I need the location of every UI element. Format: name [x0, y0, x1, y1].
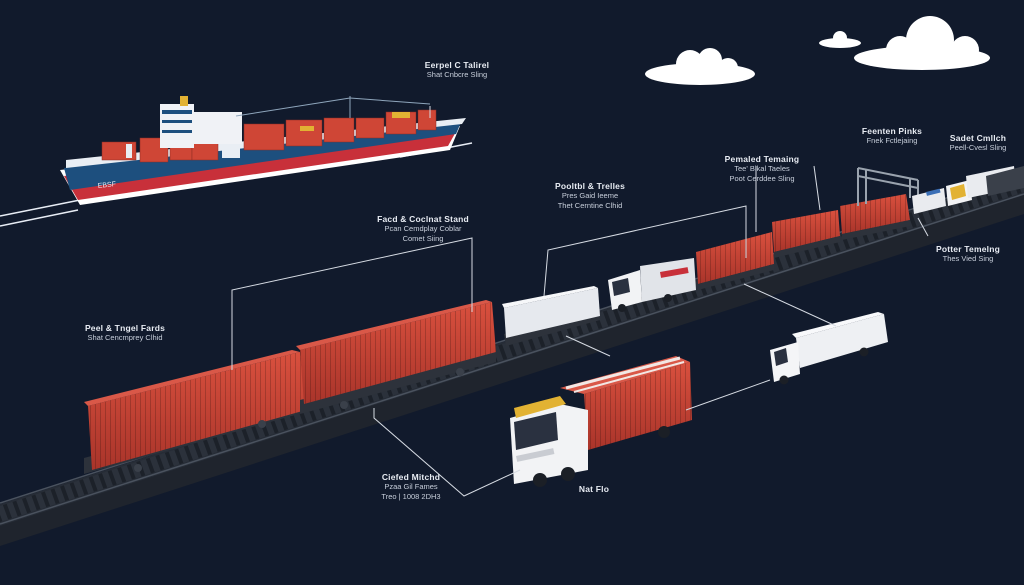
train-far [986, 166, 1024, 196]
label-right-truck-title: Potter Temelng [935, 244, 1001, 254]
label-left-car-title: Peel & Tngel Fards [84, 323, 166, 333]
cloud-large [854, 16, 990, 70]
label-crane-title: Feenten Pinks [861, 126, 923, 136]
railcar-red-2 [772, 210, 840, 258]
label-left-car: Peel & Tngel Fards Shat Cencmprey Clhid [70, 323, 180, 343]
ship-bridge [160, 96, 242, 148]
label-bottom-truck-sub2: Treo | 1008 2DH3 [381, 492, 441, 501]
label-mid-car-sub: Pcan Cemdplay Coblar [384, 224, 462, 233]
label-box-car-sub2: Thet Cerntine Clhid [557, 201, 623, 210]
label-mid-car-sub2: Comet Siing [402, 234, 444, 243]
label-box-car: Pooltbl & Trelles Pres Gaid Ieeme Thet C… [540, 181, 640, 211]
label-box-car-title: Pooltbl & Trelles [555, 181, 625, 191]
container-ship: EBSF [60, 96, 466, 205]
truck-bottom [510, 356, 692, 487]
label-red-cars-sub: Tee' Blkal Taeles [734, 164, 790, 173]
label-far-right-sub: Peell-Cvesl Sling [949, 143, 1007, 152]
gantry-crane [857, 167, 919, 206]
truck-far-1 [912, 188, 946, 214]
label-bottom-truck-title: Ciefed Mitchd [381, 472, 441, 482]
label-right-truck-sub: Thes Vied Sing [942, 254, 994, 263]
railcar-middle [296, 300, 496, 414]
cloud-tiny [819, 31, 861, 48]
label-bottom-small: Nat Flo [574, 484, 614, 494]
label-crane-sub: Fnek Fctlejaing [866, 136, 918, 145]
label-crane: Feenten Pinks Fnek Fctlejaing [852, 126, 932, 146]
label-bottom-small-title: Nat Flo [578, 484, 610, 494]
label-bottom-truck: Ciefed Mitchd Pzaa Gil Fames Treo | 1008… [366, 472, 456, 502]
truck-right [770, 312, 888, 385]
label-right-truck: Potter Temelng Thes Vied Sing [926, 244, 1010, 264]
label-mid-car-title: Facd & Coclnat Stand [377, 214, 469, 224]
label-red-cars-title: Pemaled Temaing [724, 154, 800, 164]
label-red-cars-sub2: Poot Cerddee Sling [729, 174, 795, 183]
railcar-white [502, 286, 600, 346]
label-mid-car: Facd & Coclnat Stand Pcan Cemdplay Cobla… [368, 214, 478, 244]
label-red-cars: Pemaled Temaing Tee' Blkal Taeles Poot C… [712, 154, 812, 184]
label-left-car-sub: Shat Cencmprey Clhid [87, 333, 163, 342]
cloud-small [645, 48, 755, 85]
label-far-right: Sadet Cmllch Peell-Cvesl Sling [938, 133, 1018, 153]
label-ship-title: Eerpel C Talirel [424, 60, 490, 70]
truck-mid [608, 258, 696, 312]
railcar-red-1 [696, 232, 774, 290]
label-box-car-sub: Pres Gaid Ieeme [561, 191, 619, 200]
label-far-right-title: Sadet Cmllch [949, 133, 1007, 143]
label-ship-sub: Shat Cnbcre Sling [426, 70, 488, 79]
label-bottom-truck-sub: Pzaa Gil Fames [384, 482, 438, 491]
railcar-left [84, 350, 306, 474]
label-ship: Eerpel C Talirel Shat Cnbcre Sling [412, 60, 502, 80]
svg-text:EBSF: EBSF [97, 181, 116, 190]
callout-lines [231, 106, 929, 497]
